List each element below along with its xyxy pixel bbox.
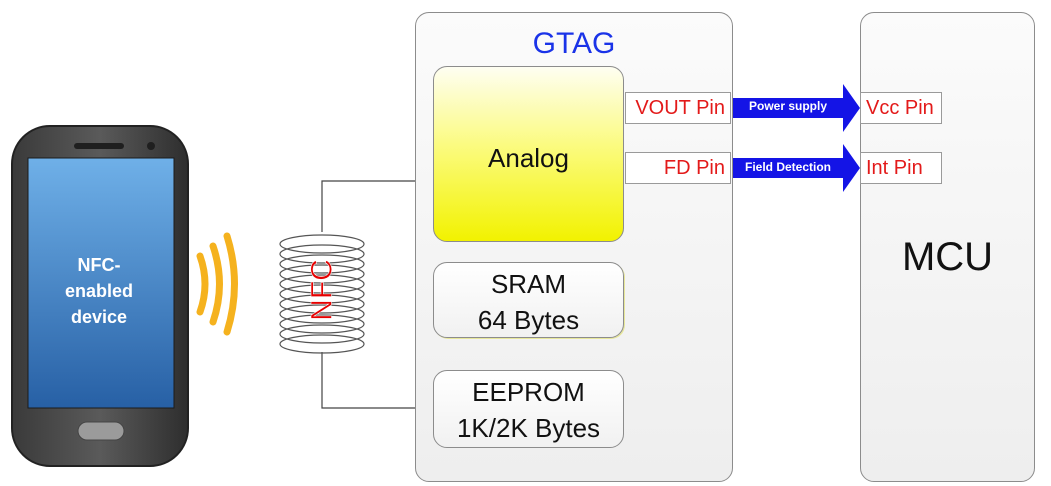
sram-size: 64 Bytes (477, 305, 580, 335)
eeprom-size: 1K/2K Bytes (456, 413, 601, 443)
sram-label: SRAM (490, 269, 567, 299)
power-supply-label: Power supply (748, 99, 828, 113)
analog-block: Analog (433, 66, 624, 242)
field-detection-label: Field Detection (744, 160, 831, 174)
analog-label: Analog (488, 143, 569, 173)
phone-label-line: NFC- (77, 255, 121, 275)
vcc-pin: Vcc Pin (860, 92, 942, 124)
nfc-antenna-label: NFC (306, 259, 339, 321)
eeprom-block: EEPROM 1K/2K Bytes (433, 370, 624, 448)
phone-label-line: enabled (64, 281, 134, 301)
sram-block: SRAM 64 Bytes (433, 262, 624, 338)
field-detection-arrow (733, 144, 860, 192)
nfc-waves-icon (196, 232, 238, 336)
int-pin: Int Pin (860, 152, 942, 184)
gtag-title: GTAG (532, 27, 616, 60)
phone-label-line: device (70, 307, 128, 327)
smartphone-icon (11, 125, 189, 467)
phone-label: NFC- enabled device (34, 252, 164, 330)
mcu-block: MCU (860, 12, 1035, 482)
eeprom-label: EEPROM (472, 377, 585, 407)
vout-pin: VOUT Pin (625, 92, 731, 124)
antenna-wires (321, 180, 415, 409)
fd-pin: FD Pin (625, 152, 731, 184)
power-supply-arrow (733, 84, 860, 132)
antenna-coil-icon (279, 234, 365, 354)
mcu-title: MCU (901, 235, 994, 279)
